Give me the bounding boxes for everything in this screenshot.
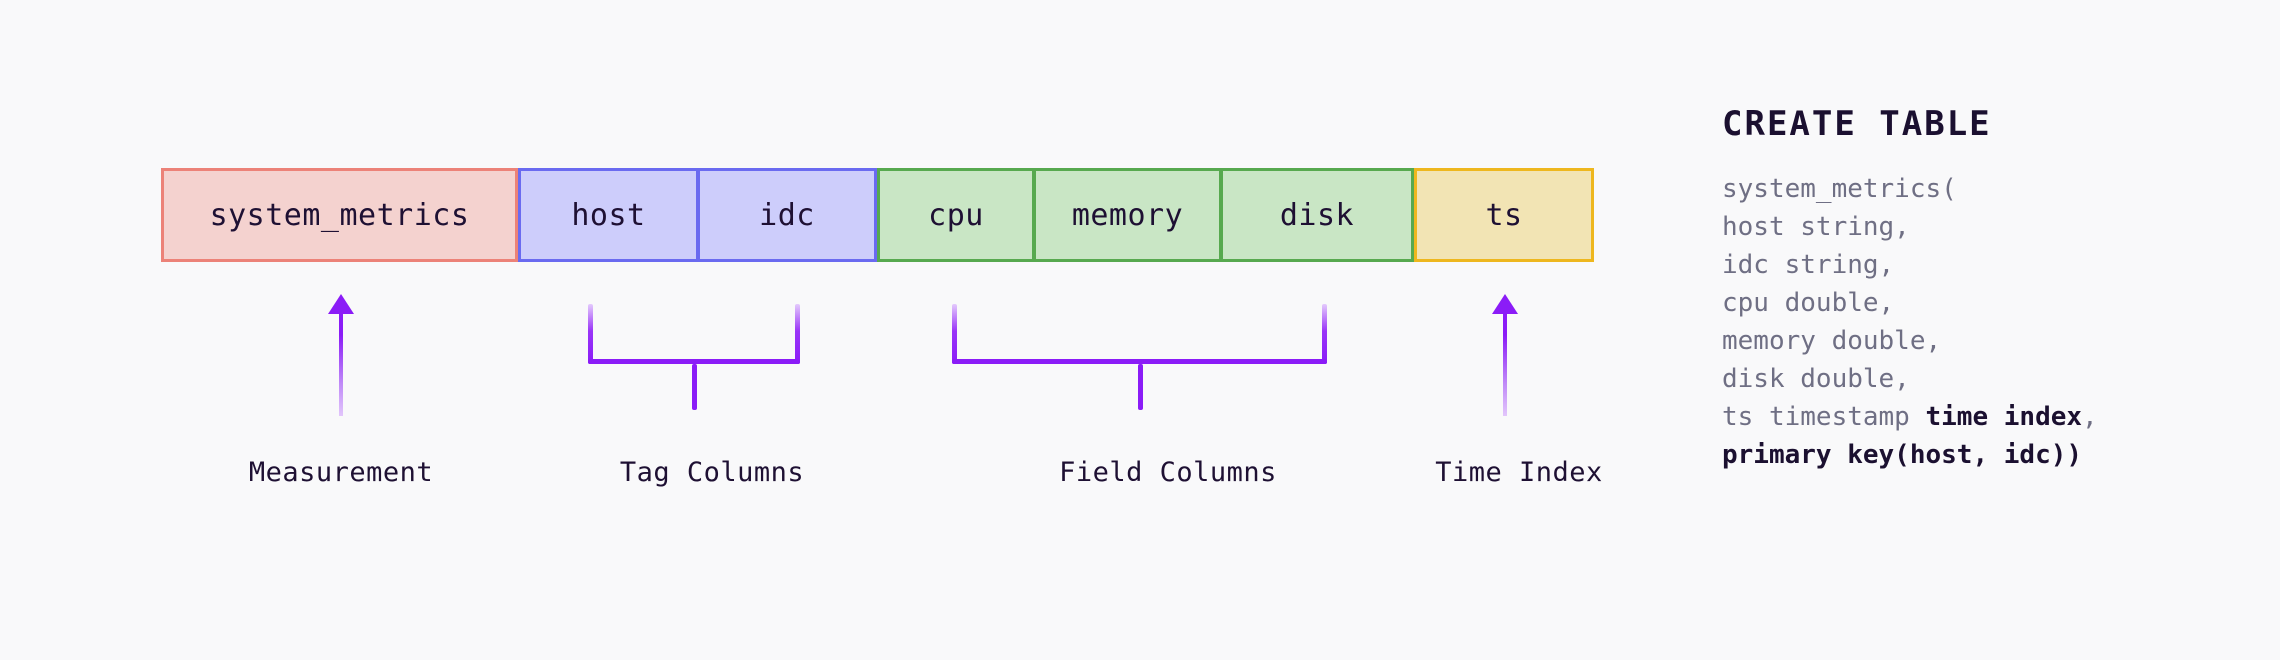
create-table-statement: system_metrics(host string, idc string, cp… [1722, 170, 2242, 474]
schema-cell-label: ts [1485, 197, 1523, 233]
schema-row: system_metrics host idc cpu memory disk … [161, 168, 1594, 262]
sql-line: cpu double, [1722, 288, 1895, 318]
sql-line: disk double, [1722, 364, 1910, 394]
sql-line: memory double, [1722, 326, 1942, 356]
schema-cell-cpu[interactable]: cpu [877, 168, 1034, 262]
sql-text: ts timestamp [1722, 402, 1926, 432]
schema-cell-label: memory [1071, 197, 1184, 233]
schema-cell-label: system_metrics [209, 197, 470, 233]
caption-field-columns: Field Columns [1059, 457, 1277, 488]
schema-cell-idc[interactable]: idc [698, 168, 877, 262]
tag-columns-bracket-icon [588, 304, 800, 410]
caption-tag-columns: Tag Columns [619, 457, 805, 488]
schema-cell-memory[interactable]: memory [1034, 168, 1221, 262]
caption-measurement: Measurement [248, 457, 434, 488]
schema-cell-host[interactable]: host [518, 168, 698, 262]
sql-text: , [2082, 402, 2098, 432]
sql-line: host string, [1722, 212, 1910, 242]
schema-cell-label: idc [759, 197, 815, 233]
sql-line: idc string, [1722, 250, 1895, 280]
schema-cell-measurement[interactable]: system_metrics [161, 168, 518, 262]
schema-cell-label: cpu [928, 197, 984, 233]
sql-keyword-time-index: time index [1925, 402, 2083, 432]
sql-line: system_metrics( [1722, 174, 1957, 204]
create-table-title: CREATE TABLE [1722, 104, 1992, 144]
caption-time-index: Time Index [1435, 457, 1603, 488]
schema-cell-label: host [571, 197, 646, 233]
sql-keyword-primary-key: primary key(host, idc)) [1722, 440, 2083, 470]
schema-cell-label: disk [1279, 197, 1355, 233]
schema-cell-ts[interactable]: ts [1414, 168, 1594, 262]
create-table-panel: CREATE TABLE system_metrics(host string,… [1722, 104, 2242, 474]
schema-cell-disk[interactable]: disk [1221, 168, 1414, 262]
field-columns-bracket-icon [952, 304, 1327, 410]
sql-line-primary-key: primary key(host, idc)) [1722, 436, 2242, 474]
sql-line-time-index: ts timestamp time index, [1722, 398, 2242, 436]
